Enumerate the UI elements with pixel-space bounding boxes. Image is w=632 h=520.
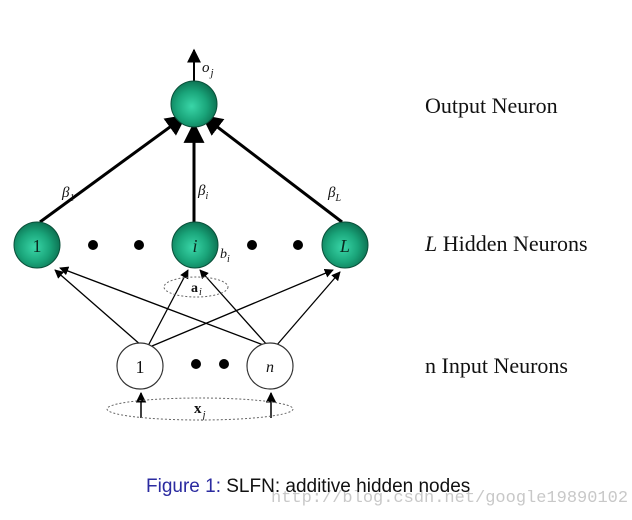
beta-i-label: βi	[197, 183, 208, 202]
hidden-neuron-1: 1	[13, 221, 61, 269]
hidden-neuron-L: L	[321, 221, 369, 269]
hidden-neuron-i: i	[171, 221, 219, 269]
input-neuron-1-label: 1	[136, 357, 145, 377]
ellipsis-dot	[88, 240, 98, 250]
edge-input1-hiddenL	[151, 268, 334, 347]
ellipsis-dot	[134, 240, 144, 250]
figure-caption: Figure 1: SLFN: additive hidden nodes	[146, 476, 470, 498]
hidden-neuron-i-label: i	[192, 236, 197, 256]
edge-inputn-hiddeni	[199, 269, 269, 347]
beta-L-label: βL	[327, 185, 341, 204]
hidden-layer-label: L Hidden Neurons	[425, 231, 588, 257]
edge-hiddenL-output	[201, 114, 343, 224]
ellipsis-dot	[191, 359, 201, 369]
input-weight-label: ai	[191, 281, 202, 298]
ellipsis-dot	[293, 240, 303, 250]
input-neuron-n-label: n	[266, 359, 274, 376]
ellipsis-dot	[247, 240, 257, 250]
output-var-label: oj	[202, 60, 214, 79]
beta-1-label: β1	[61, 185, 74, 204]
input-neuron-n: n	[246, 342, 294, 390]
hidden-neuron-L-label: L	[339, 236, 350, 256]
input-vector-label: xj	[194, 401, 206, 421]
hidden-layer-var: L	[425, 231, 438, 256]
edge-inputn-hidden1	[59, 266, 267, 347]
bias-label: bi	[220, 247, 230, 265]
caption-text: SLFN: additive hidden nodes	[220, 476, 471, 497]
hidden-neuron-1-label: 1	[33, 236, 42, 256]
edge-hidden1-output	[39, 114, 187, 224]
edge-input1-hiddeni	[147, 269, 189, 347]
input-neuron-1: 1	[116, 342, 164, 390]
output-layer-label: Output Neuron	[425, 93, 558, 118]
edge-input1-hidden1	[54, 269, 143, 347]
output-neuron	[170, 80, 218, 128]
edge-inputn-hiddenL	[275, 271, 341, 347]
input-weight-ellipse	[163, 276, 229, 298]
ellipsis-dot	[219, 359, 229, 369]
figure-number: Figure 1:	[146, 476, 221, 497]
input-layer-label: n Input Neurons	[425, 353, 568, 378]
input-vector-ellipse	[106, 397, 294, 421]
hidden-layer-text: Hidden Neurons	[437, 231, 588, 256]
watermark: http://blog.csdn.net/google19890102	[271, 489, 629, 508]
